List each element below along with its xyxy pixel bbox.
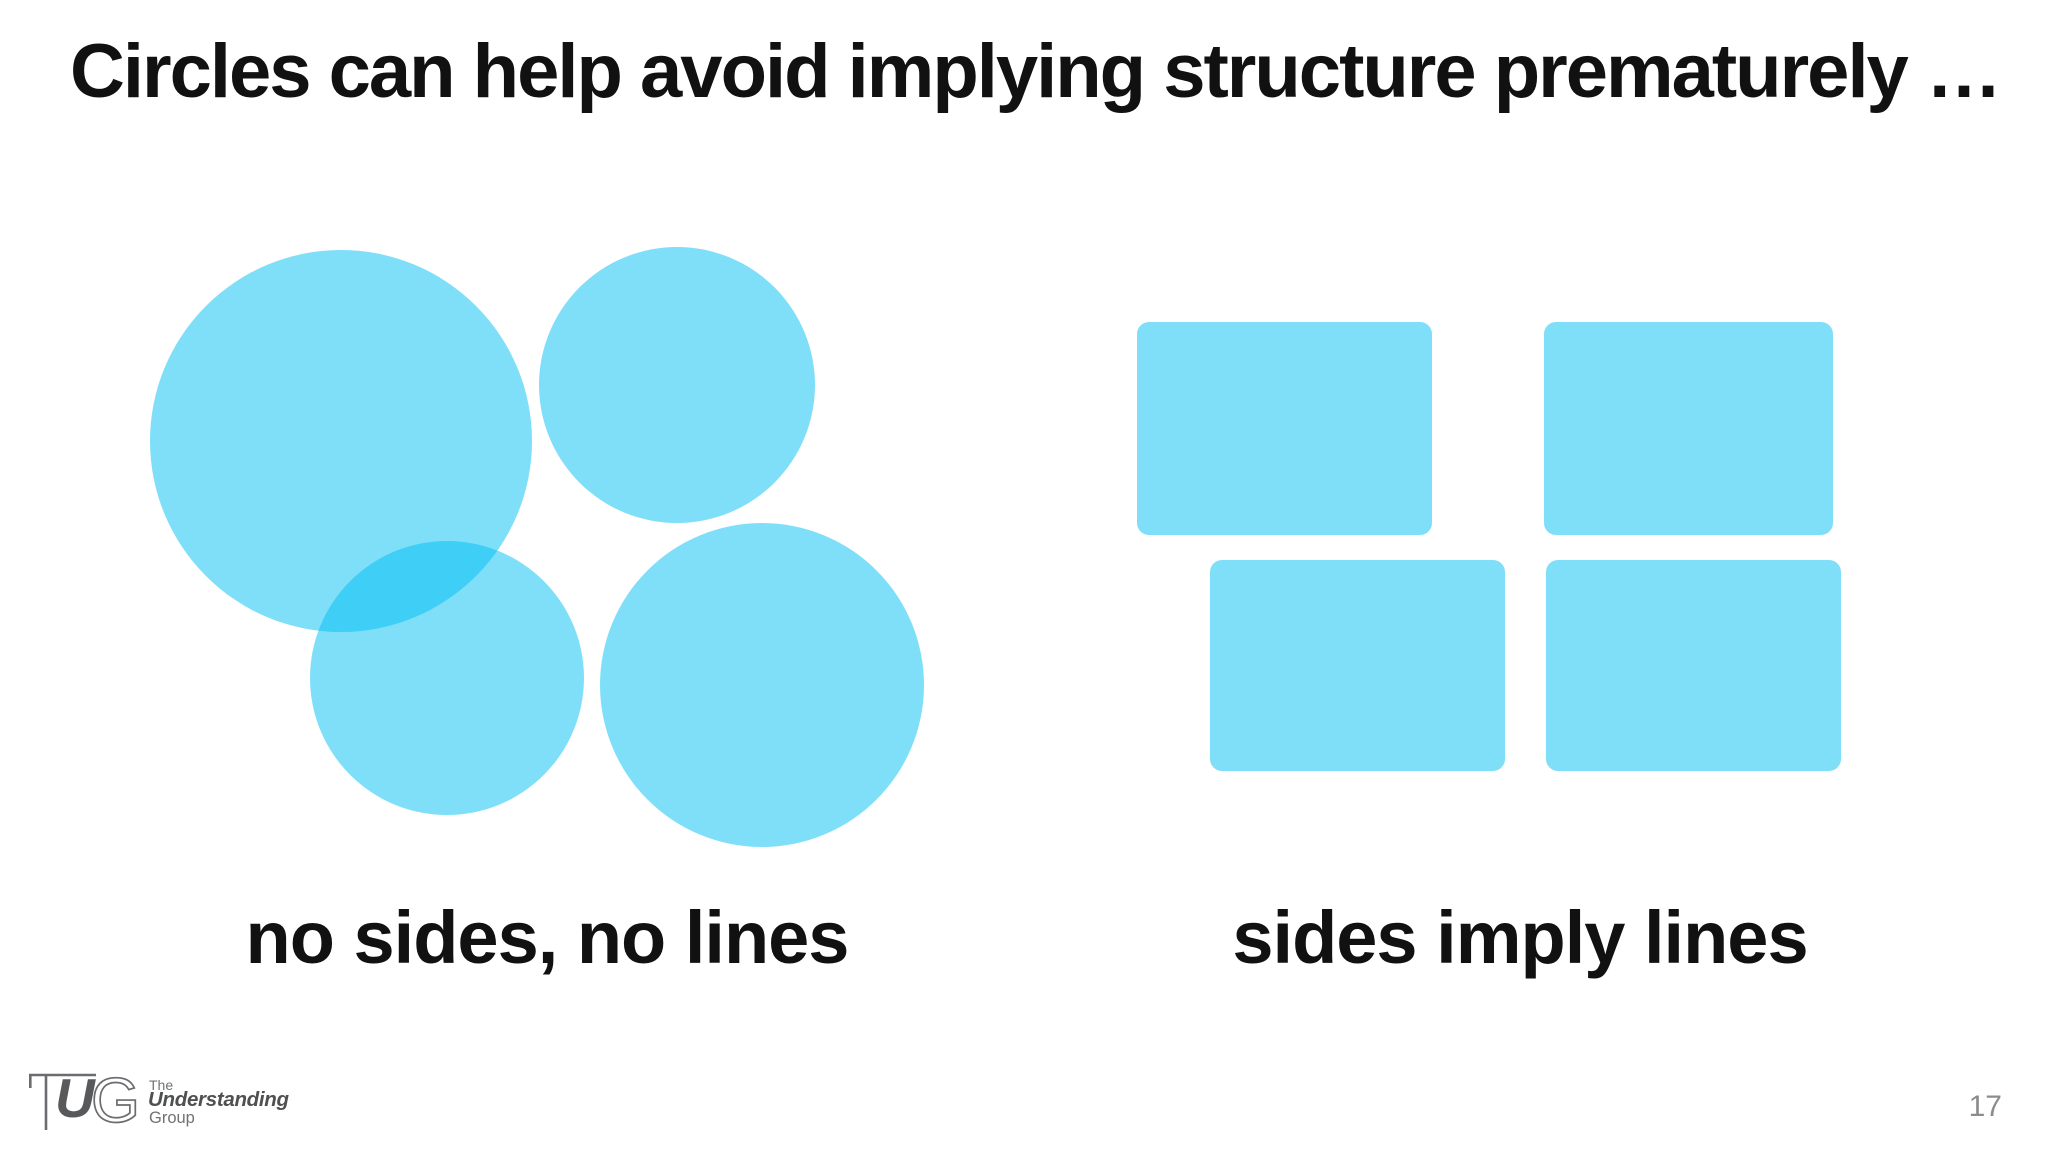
logo-text-line2: Understanding — [148, 1088, 290, 1111]
rect-shape — [1137, 322, 1432, 535]
circle-shape — [150, 250, 532, 632]
rect-shape — [1210, 560, 1505, 771]
rect-shape — [1544, 322, 1833, 535]
circle-shape — [310, 541, 584, 815]
left-caption: no sides, no lines — [245, 896, 850, 979]
slide-title: Circles can help avoid implying structur… — [70, 29, 2002, 114]
circle-shape — [539, 247, 815, 523]
right-caption: sides imply lines — [1232, 896, 1808, 979]
logo-letter-g: G — [91, 1066, 140, 1136]
logo-text-line3: Group — [149, 1109, 195, 1127]
logo-letter-t-icon — [28, 1073, 96, 1130]
logo-text-line1: The — [149, 1077, 173, 1093]
tug-logo: G U The Understanding Group — [28, 1056, 328, 1140]
tug-logo-svg: G U The Understanding Group — [28, 1065, 290, 1137]
circle-shape — [600, 523, 924, 847]
page-number: 17 — [1968, 1090, 2002, 1123]
logo-letter-u: U — [55, 1067, 96, 1129]
rect-shape — [1546, 560, 1841, 771]
